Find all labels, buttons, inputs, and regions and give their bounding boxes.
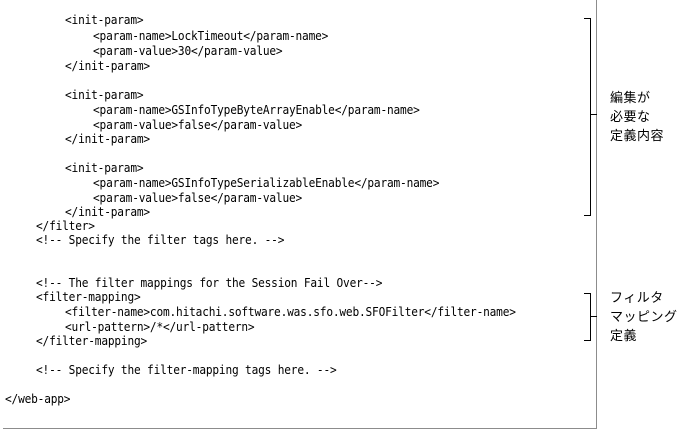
code-line: <param-name>GSInfoTypeSerializableEnable… [93, 176, 440, 190]
code-line: <!-- Specify the filter-mapping tags her… [36, 363, 337, 377]
code-line: </init-param> [65, 59, 150, 73]
edit-section-bracket-tick [591, 114, 597, 115]
code-listing: <init-param> <param-name>LockTimeout</pa… [3, 0, 597, 429]
code-line: <init-param> [65, 13, 144, 27]
code-line: <!-- Specify the filter tags here. --> [36, 233, 285, 247]
code-line: <filter-name>com.hitachi.software.was.sf… [65, 305, 516, 319]
code-line: <param-name>GSInfoTypeByteArrayEnable</p… [93, 103, 420, 117]
filter-mapping-annotation: フィルタ マッピング 定義 [610, 289, 678, 346]
annotation-line: フィルタ [610, 291, 664, 306]
filter-mapping-bracket-tick [591, 316, 597, 317]
code-line: <param-name>LockTimeout</param-name> [93, 29, 329, 43]
edit-section-bracket [584, 18, 591, 216]
code-line: <param-value>30</param-value> [93, 44, 283, 58]
edit-required-annotation: 編集が 必要な 定義内容 [610, 89, 664, 146]
code-line: <param-value>false</param-value> [93, 118, 303, 132]
code-line: </init-param> [65, 132, 150, 146]
code-line: </init-param> [65, 205, 150, 219]
annotation-line: 必要な [610, 110, 651, 125]
filter-mapping-bracket [584, 293, 591, 341]
code-line: <url-pattern>/*</url-pattern> [65, 320, 255, 334]
code-line: </filter> [36, 219, 95, 233]
code-line: </web-app> [5, 392, 71, 406]
code-line: <param-value>false</param-value> [93, 191, 303, 205]
code-line: <filter-mapping> [36, 290, 141, 304]
annotation-line: 定義内容 [610, 129, 665, 144]
annotation-line: 編集が [610, 91, 651, 106]
code-line: <!-- The filter mappings for the Session… [36, 276, 383, 290]
code-line: <init-param> [65, 161, 144, 175]
code-line: </filter-mapping> [36, 334, 148, 348]
annotation-line: マッピング [610, 310, 678, 325]
code-line: <init-param> [65, 88, 144, 102]
annotation-line: 定義 [610, 329, 638, 344]
